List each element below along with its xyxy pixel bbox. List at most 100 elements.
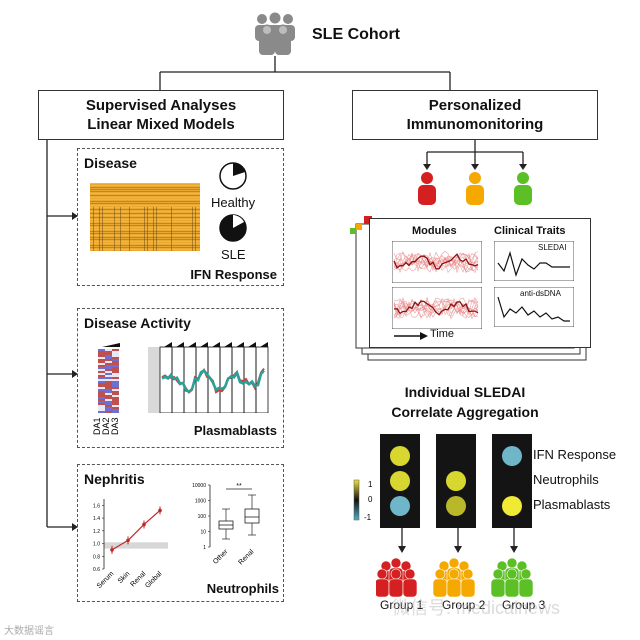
row-label-ifn: IFN Response — [533, 447, 617, 462]
healthy-label: Healthy — [211, 195, 256, 210]
cohort-title: SLE Cohort — [312, 26, 400, 43]
aggregation-line1: Individual SLEDAI — [404, 384, 526, 400]
nephritis-y-tick-label: 1.0 — [93, 542, 100, 548]
group-member-head — [448, 558, 460, 569]
box-y-tick-label: 10 — [200, 530, 206, 536]
correlation-dot — [390, 496, 410, 516]
module-plot-1 — [392, 241, 482, 283]
sledai-trait-plot — [494, 241, 574, 281]
module-trace — [393, 252, 479, 274]
group-member-head — [506, 558, 518, 569]
group-label-3: Group 3 — [502, 598, 546, 612]
box-body — [244, 508, 260, 524]
healthy-pie-icon — [218, 161, 248, 196]
modules-title: Modules — [412, 225, 457, 237]
trait-line — [497, 250, 570, 277]
row-label-neutrophils: Neutrophils — [533, 472, 599, 487]
cohort-icon — [250, 10, 300, 56]
plasmablast-timeseries-plot — [148, 339, 270, 414]
patient-icon-head — [469, 172, 481, 184]
watermark-bottom-left: 大数据谣言 — [4, 626, 54, 637]
box-x-label: Other — [212, 548, 230, 566]
nephritis-point — [142, 522, 146, 527]
correlation-panels — [380, 434, 532, 528]
correlation-dot — [502, 496, 522, 516]
disease-activity-title: Disease Activity — [84, 315, 191, 331]
box-y-tick-label: 1 — [203, 545, 206, 551]
personalized-immunomonitoring-box: Personalized Immunomonitoring — [352, 90, 598, 140]
ifn-response-caption: IFN Response — [190, 267, 277, 282]
group-member-head — [506, 568, 518, 580]
patient-icons — [418, 172, 532, 205]
module-mean-trace — [393, 253, 479, 270]
group-member-body — [402, 578, 418, 598]
group-member-body — [518, 578, 534, 598]
group-member-head — [448, 568, 460, 580]
trait-frame — [494, 287, 574, 327]
colorbar-tick-0: 0 — [368, 495, 373, 504]
group-member-body — [460, 578, 476, 598]
time-label: Time — [430, 328, 455, 340]
group-member-head — [492, 568, 504, 580]
watermark-bottom-right: 微信号: medicalnews — [392, 598, 561, 618]
correlation-dot — [390, 446, 410, 466]
front-card: Modules Clinical Traits SLEDAI anti-dsDN… — [369, 218, 591, 348]
module-mean-trace — [393, 300, 479, 316]
group-member-head — [462, 568, 474, 580]
aggregation-title: Individual SLEDAI Correlate Aggregation — [350, 382, 580, 422]
box-y-tick-label: 100 — [198, 514, 207, 520]
module-trace — [393, 252, 479, 271]
disease-panel: Disease Healthy SLE IFN Response — [77, 148, 284, 286]
nephritis-series-line — [111, 510, 161, 551]
personalized-line1: Personalized — [428, 97, 522, 114]
nephritis-title: Nephritis — [84, 471, 145, 487]
module-trace — [393, 297, 479, 318]
patient-icon-body — [514, 185, 532, 205]
nephritis-y-tick-label: 1.6 — [93, 503, 100, 509]
nephritis-point — [126, 538, 130, 543]
disease-activity-panel: Disease Activity DA1 DA2 DA3 Plasmablast… — [77, 308, 284, 448]
colorbar-tick-1: 1 — [368, 480, 373, 489]
nephritis-point — [158, 508, 162, 513]
box-y-tick-label: 10000 — [192, 483, 206, 489]
module-trace — [393, 252, 479, 273]
group-label-1: Group 1 — [380, 598, 424, 612]
box-y-tick-label: 1000 — [195, 499, 206, 505]
activity-heatmap — [94, 343, 120, 413]
supervised-analyses-line1: Supervised Analyses — [85, 97, 237, 114]
group-member-head — [404, 568, 416, 580]
anti-dsdna-trait-plot — [494, 287, 574, 327]
patient-icon-body — [418, 185, 436, 205]
neutrophils-caption: Neutrophils — [206, 581, 279, 596]
disease-title: Disease — [84, 155, 137, 171]
plasmablasts-caption: Plasmablasts — [193, 423, 277, 438]
clinical-traits-title: Clinical Traits — [494, 225, 566, 237]
patient-icon-head — [421, 172, 433, 184]
colorbar-tick-neg1: -1 — [364, 513, 372, 522]
module-trace — [393, 253, 479, 274]
supervised-analyses-box: Supervised Analyses Linear Mixed Models — [38, 90, 284, 140]
significance-label: ** — [236, 483, 242, 490]
correlation-colorbar: 1 0 -1 — [353, 479, 373, 522]
sle-label: SLE — [221, 247, 246, 262]
nephritis-point — [110, 548, 114, 552]
group-member-head — [390, 558, 402, 569]
correlation-dot — [446, 496, 466, 516]
aggregation-line2: Correlate Aggregation — [391, 404, 539, 420]
nephritis-y-tick-label: 1.2 — [93, 529, 100, 535]
patient-icon-body — [466, 185, 484, 205]
correlation-dot — [390, 471, 410, 491]
nephritis-x-label: Global — [144, 570, 164, 590]
nephritis-x-label: Serum — [96, 570, 116, 590]
da1-label: DA1 — [92, 417, 102, 435]
trait-line — [497, 296, 570, 322]
activity-labels: DA1 DA2 DA3 — [88, 409, 128, 435]
correlation-dot — [502, 446, 522, 466]
da3-label: DA3 — [110, 417, 120, 435]
disease-heatmap — [90, 183, 200, 251]
personalized-line2: Immunomonitoring — [406, 116, 544, 133]
